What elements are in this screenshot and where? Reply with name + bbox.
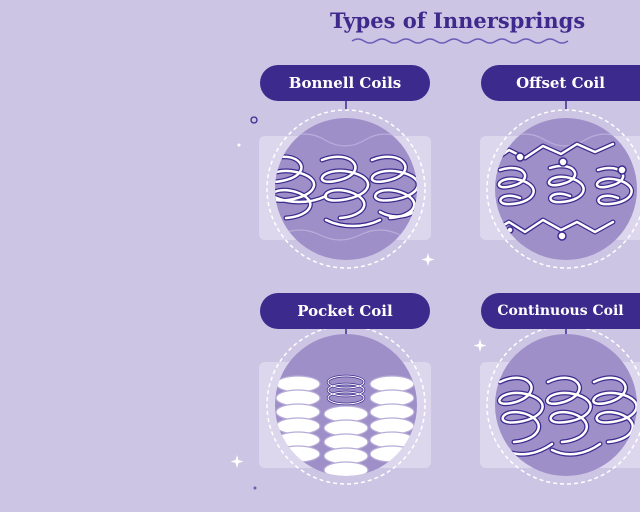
label-offset-coil: Offset Coil [481,65,640,101]
decor-ring [250,116,258,124]
offset-coils-illustration [495,141,634,241]
title-underline [351,38,569,44]
decor-dot [237,143,241,147]
sparkle-icon [230,253,487,468]
panel-offset [480,100,640,269]
page-title: Types of Innersprings [330,8,586,33]
panel-bonnell [259,100,431,269]
label-pocket-coil: Pocket Coil [260,293,430,329]
panel-continuous [480,325,640,485]
panel-pocket [259,325,431,485]
label-continuous-coil: Continuous Coil [481,293,640,329]
pocket-coils-illustration [275,374,415,476]
bonnell-coils-illustration [275,154,417,229]
label-bonnell-coils: Bonnell Coils [260,65,430,101]
decor-dot [253,486,257,490]
continuous-coils-illustration [496,375,637,457]
